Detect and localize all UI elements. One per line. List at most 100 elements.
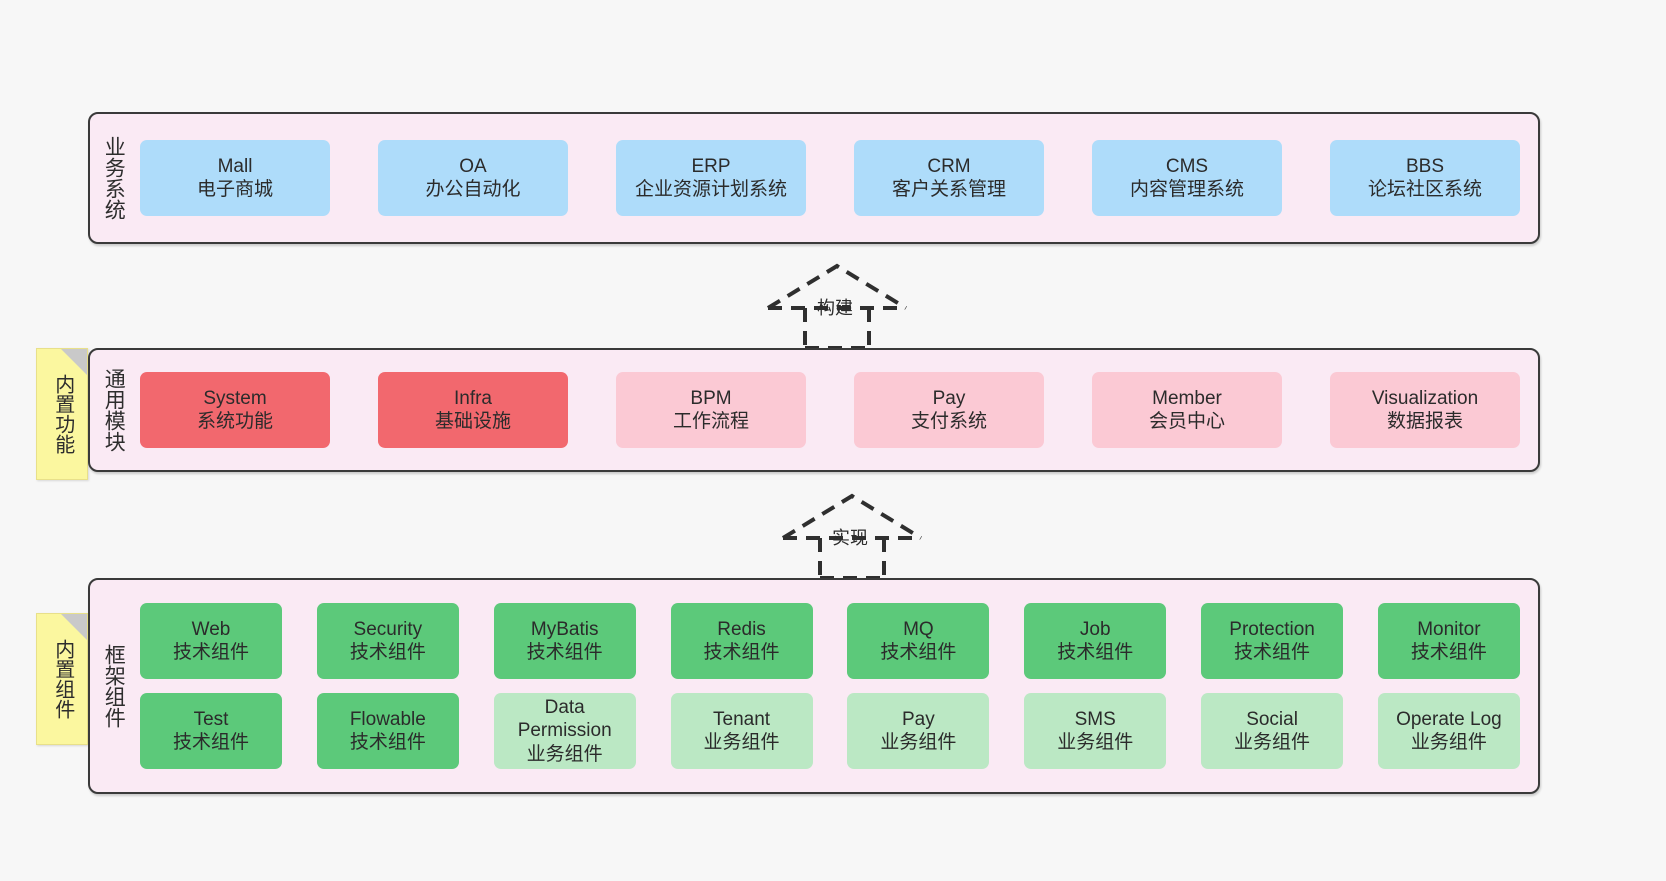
box-subtitle: 技术组件: [880, 642, 957, 663]
layer-label-common-module: 通用模块: [102, 368, 126, 452]
layer-body-business-system: Mall 电子商城 OA 办公自动化 ERP 企业资源计划系统 CRM 客户关系…: [136, 114, 1538, 242]
box-title: Pay: [932, 387, 966, 409]
box-title: CRM: [927, 155, 971, 177]
box-subtitle: 业务组件: [1410, 732, 1487, 753]
box-sms[interactable]: SMS 业务组件: [1024, 693, 1167, 769]
box-protection[interactable]: Protection 技术组件: [1201, 603, 1344, 679]
box-subtitle: 系统功能: [196, 411, 273, 432]
box-flowable[interactable]: Flowable 技术组件: [316, 693, 459, 769]
box-subtitle: 技术组件: [1410, 642, 1487, 663]
layer-framework-component: 框架组件 Web 技术组件 Security 技术组件 MyBatis 技术组件…: [88, 578, 1540, 794]
box-title: Tenant: [713, 708, 771, 730]
box-bbs[interactable]: BBS 论坛社区系统: [1330, 140, 1520, 216]
box-subtitle: 技术组件: [349, 642, 426, 663]
layer-business-system: 业务系统 Mall 电子商城 OA 办公自动化 ERP 企业资源计划系统 CRM: [88, 112, 1540, 244]
box-social[interactable]: Social 业务组件: [1201, 693, 1344, 769]
box-subtitle: 企业资源计划系统: [634, 179, 787, 200]
box-subtitle: 业务组件: [526, 743, 603, 765]
box-redis[interactable]: Redis 技术组件: [670, 603, 813, 679]
box-title: Data Permission: [517, 697, 612, 742]
box-subtitle: 会员中心: [1148, 411, 1225, 432]
box-subtitle: 数据报表: [1386, 411, 1463, 432]
box-mybatis[interactable]: MyBatis 技术组件: [493, 603, 636, 679]
framework-tech-row: Web 技术组件 Security 技术组件 MyBatis 技术组件 Redi…: [140, 603, 1520, 679]
box-pay-component[interactable]: Pay 业务组件: [847, 693, 990, 769]
connector-build-label: 构建: [817, 298, 853, 318]
box-title: Protection: [1229, 618, 1315, 640]
box-title: CMS: [1165, 155, 1209, 177]
box-monitor[interactable]: Monitor 技术组件: [1377, 603, 1520, 679]
layer-common-module: 通用模块 System 系统功能 Infra 基础设施 BPM 工作流程 Pay: [88, 348, 1540, 472]
box-title: Web: [191, 618, 231, 640]
box-infra[interactable]: Infra 基础设施: [378, 372, 568, 448]
connector-build: 构建: [750, 258, 940, 350]
box-title: Flowable: [349, 708, 426, 730]
box-crm[interactable]: CRM 客户关系管理: [854, 140, 1044, 216]
box-subtitle: 业务组件: [880, 732, 957, 753]
connector-implement: 实现: [765, 488, 955, 580]
box-subtitle: 技术组件: [172, 732, 249, 753]
framework-business-row: Test 技术组件 Flowable 技术组件 Data Permission …: [140, 693, 1520, 769]
box-operate-log[interactable]: Operate Log 业务组件: [1377, 693, 1520, 769]
box-title: Mall: [217, 155, 253, 177]
layer-label-framework-component: 框架组件: [102, 644, 126, 728]
box-mq[interactable]: MQ 技术组件: [847, 603, 990, 679]
box-mall[interactable]: Mall 电子商城: [140, 140, 330, 216]
box-bpm[interactable]: BPM 工作流程: [616, 372, 806, 448]
box-subtitle: 业务组件: [1234, 732, 1311, 753]
business-system-row: Mall 电子商城 OA 办公自动化 ERP 企业资源计划系统 CRM 客户关系…: [140, 140, 1520, 216]
box-title: Pay: [902, 708, 935, 730]
box-security[interactable]: Security 技术组件: [316, 603, 459, 679]
box-title: ERP: [691, 155, 731, 177]
box-title: Operate Log: [1396, 708, 1502, 730]
box-subtitle: 论坛社区系统: [1367, 179, 1482, 200]
box-job[interactable]: Job 技术组件: [1024, 603, 1167, 679]
box-subtitle: 工作流程: [672, 411, 749, 432]
note-builtin-function: 内置功能: [36, 348, 88, 480]
box-title: BBS: [1405, 155, 1445, 177]
note-builtin-component: 内置组件: [36, 613, 88, 745]
box-member[interactable]: Member 会员中心: [1092, 372, 1282, 448]
box-subtitle: 技术组件: [172, 642, 249, 663]
common-module-row: System 系统功能 Infra 基础设施 BPM 工作流程 Pay 支付系统…: [140, 372, 1520, 448]
box-title: BPM: [690, 387, 732, 409]
box-title: Member: [1152, 387, 1222, 409]
box-data-permission[interactable]: Data Permission 业务组件: [493, 693, 636, 769]
box-subtitle: 电子商城: [196, 179, 273, 200]
box-pay[interactable]: Pay 支付系统: [854, 372, 1044, 448]
box-cms[interactable]: CMS 内容管理系统: [1092, 140, 1282, 216]
box-subtitle: 技术组件: [349, 732, 426, 753]
box-subtitle: 技术组件: [1057, 642, 1134, 663]
box-title: Redis: [717, 618, 766, 640]
box-subtitle: 客户关系管理: [891, 179, 1006, 200]
box-subtitle: 业务组件: [703, 732, 780, 753]
layer-label-business-system: 业务系统: [102, 136, 126, 220]
box-subtitle: 支付系统: [910, 411, 987, 432]
box-subtitle: 技术组件: [1234, 642, 1311, 663]
box-oa[interactable]: OA 办公自动化: [378, 140, 568, 216]
box-web[interactable]: Web 技术组件: [140, 603, 282, 679]
box-title: System: [203, 387, 267, 409]
box-title: MyBatis: [530, 618, 599, 640]
box-subtitle: 办公自动化: [425, 179, 521, 200]
box-erp[interactable]: ERP 企业资源计划系统: [616, 140, 806, 216]
box-title: Social: [1246, 708, 1298, 730]
box-subtitle: 基础设施: [434, 411, 511, 432]
box-title: OA: [459, 155, 487, 177]
connector-implement-label: 实现: [832, 528, 868, 548]
box-title: Test: [193, 708, 229, 730]
box-title: Visualization: [1371, 387, 1479, 409]
box-subtitle: 技术组件: [526, 642, 603, 663]
box-tenant[interactable]: Tenant 业务组件: [670, 693, 813, 769]
box-title: SMS: [1074, 708, 1116, 730]
box-title: Security: [353, 618, 423, 640]
box-system[interactable]: System 系统功能: [140, 372, 330, 448]
box-subtitle: 内容管理系统: [1129, 179, 1244, 200]
box-subtitle: 业务组件: [1057, 732, 1134, 753]
box-title: Infra: [453, 387, 493, 409]
layer-body-common-module: System 系统功能 Infra 基础设施 BPM 工作流程 Pay 支付系统…: [136, 350, 1538, 470]
box-visualization[interactable]: Visualization 数据报表: [1330, 372, 1520, 448]
box-test[interactable]: Test 技术组件: [140, 693, 282, 769]
box-title: Job: [1079, 618, 1111, 640]
